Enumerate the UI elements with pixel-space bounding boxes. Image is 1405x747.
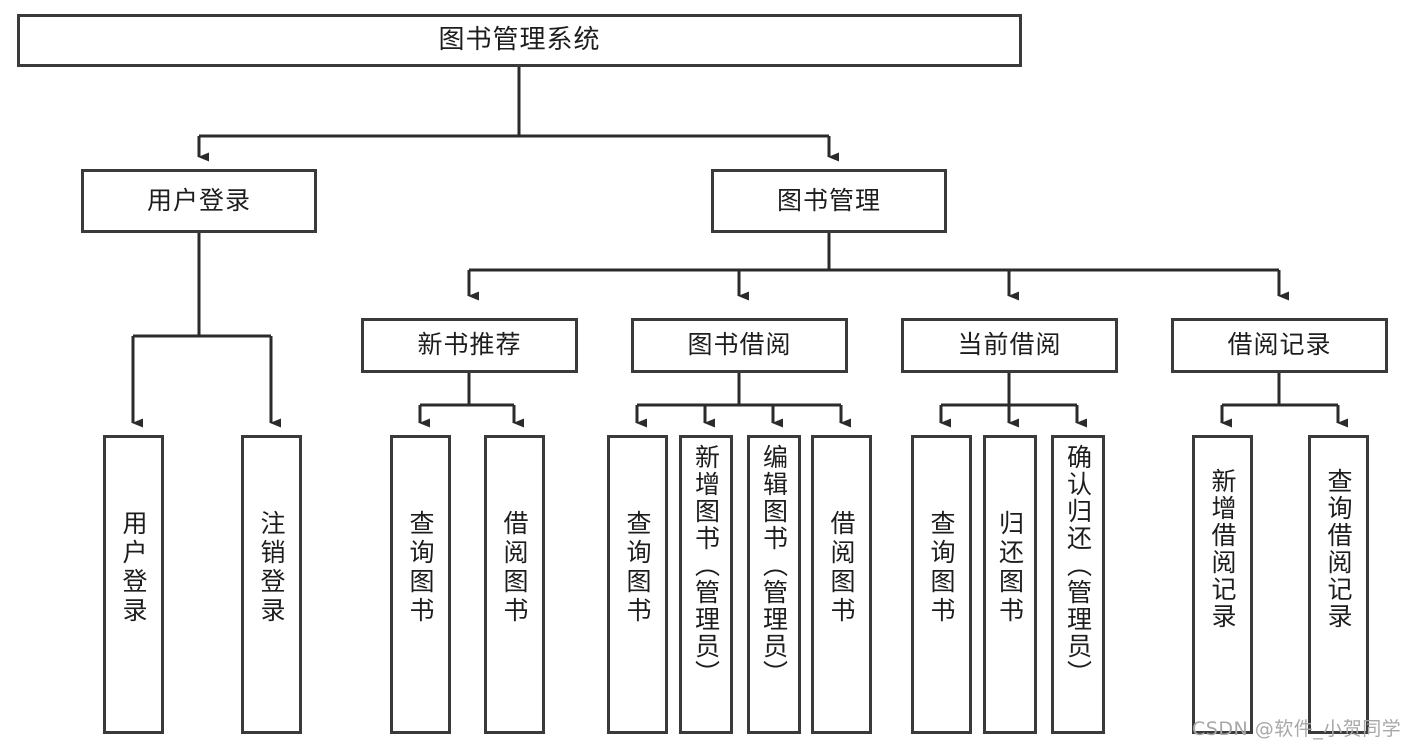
node-new-book-recommend[interactable]: 新书推荐 bbox=[361, 318, 578, 373]
leaf-query-record-label: 查询借阅记录 bbox=[1324, 468, 1353, 630]
node-user-login-label: 用户登录 bbox=[146, 185, 251, 215]
leaf-query-book-3-label: 查询图书 bbox=[927, 510, 956, 626]
leaf-borrow-book-2-label: 借阅图书 bbox=[827, 510, 856, 626]
leaf-add-book[interactable]: 新增图书（管理员） bbox=[679, 435, 733, 734]
leaf-edit-book-label: 编辑图书（管理员） bbox=[759, 444, 789, 687]
node-borrow-record-label: 借阅记录 bbox=[1227, 330, 1332, 360]
leaf-borrow-book-1-label: 借阅图书 bbox=[500, 510, 529, 626]
leaf-return-book[interactable]: 归还图书 bbox=[983, 435, 1037, 734]
node-root-label: 图书管理系统 bbox=[438, 24, 601, 55]
node-root[interactable]: 图书管理系统 bbox=[17, 14, 1022, 67]
node-current-borrow[interactable]: 当前借阅 bbox=[901, 318, 1118, 373]
node-book-manage-label: 图书管理 bbox=[776, 185, 881, 215]
node-book-borrow[interactable]: 图书借阅 bbox=[631, 318, 848, 373]
leaf-query-book-2-label: 查询图书 bbox=[623, 510, 652, 626]
node-book-borrow-label: 图书借阅 bbox=[687, 330, 792, 360]
leaf-query-book-1[interactable]: 查询图书 bbox=[390, 435, 451, 734]
watermark: CSDN @软件_小贺同学 bbox=[1192, 718, 1402, 740]
leaf-borrow-book-1[interactable]: 借阅图书 bbox=[484, 435, 545, 734]
node-new-book-recommend-label: 新书推荐 bbox=[417, 330, 522, 360]
leaf-user-login[interactable]: 用户登录 bbox=[103, 435, 164, 734]
leaf-edit-book[interactable]: 编辑图书（管理员） bbox=[747, 435, 801, 734]
leaf-confirm-return-label: 确认归还（管理员） bbox=[1063, 444, 1093, 687]
leaf-add-record[interactable]: 新增借阅记录 bbox=[1192, 435, 1253, 734]
node-current-borrow-label: 当前借阅 bbox=[957, 330, 1062, 360]
leaf-query-book-2[interactable]: 查询图书 bbox=[607, 435, 668, 734]
leaf-logout-label: 注销登录 bbox=[257, 510, 286, 626]
node-borrow-record[interactable]: 借阅记录 bbox=[1171, 318, 1388, 373]
leaf-return-book-label: 归还图书 bbox=[995, 510, 1025, 626]
leaf-borrow-book-2[interactable]: 借阅图书 bbox=[811, 435, 872, 734]
node-user-login[interactable]: 用户登录 bbox=[81, 169, 317, 233]
leaf-logout[interactable]: 注销登录 bbox=[241, 435, 302, 734]
leaf-add-record-label: 新增借阅记录 bbox=[1208, 468, 1237, 630]
leaf-query-book-1-label: 查询图书 bbox=[406, 510, 435, 626]
leaf-query-book-3[interactable]: 查询图书 bbox=[911, 435, 972, 734]
node-book-manage[interactable]: 图书管理 bbox=[711, 169, 947, 233]
leaf-confirm-return[interactable]: 确认归还（管理员） bbox=[1051, 435, 1105, 734]
leaf-query-record[interactable]: 查询借阅记录 bbox=[1308, 435, 1369, 734]
leaf-add-book-label: 新增图书（管理员） bbox=[691, 444, 721, 687]
leaf-user-login-label: 用户登录 bbox=[119, 510, 148, 626]
